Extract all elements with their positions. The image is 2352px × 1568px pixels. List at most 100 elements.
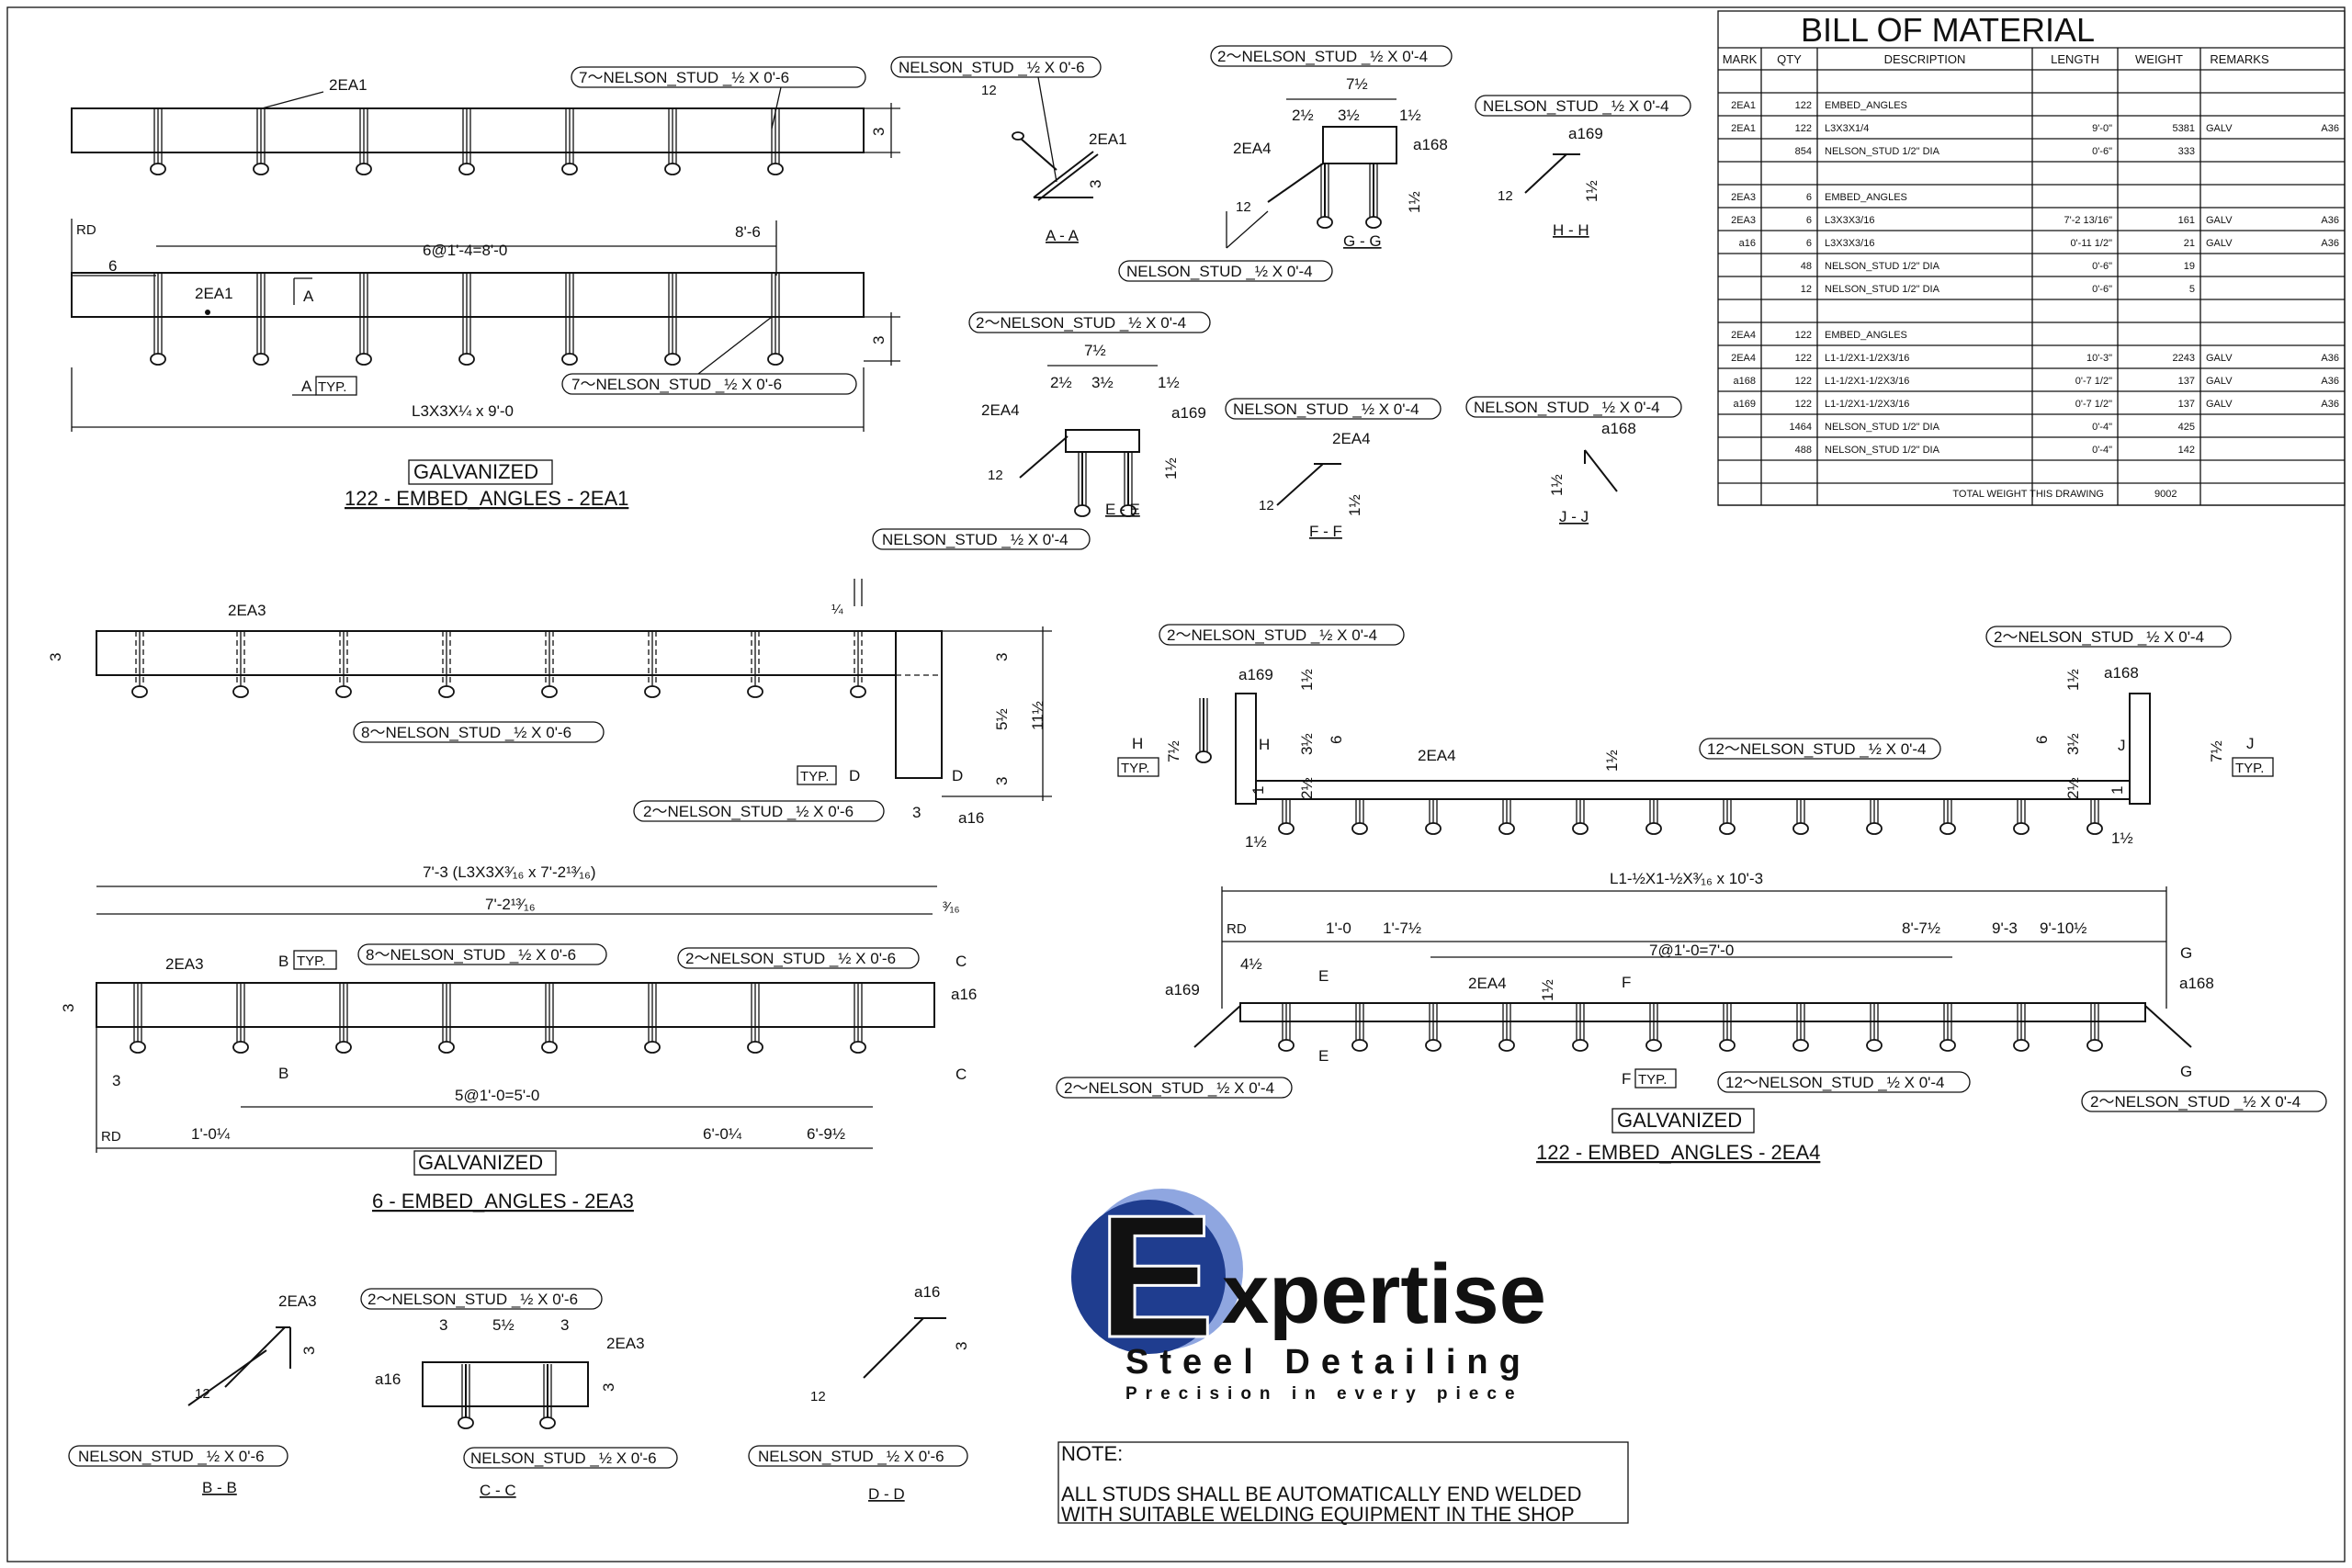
section-d-d-slope: 12	[810, 1389, 826, 1404]
section-b-b-stud: NELSON_STUD _½ X 0'-6	[78, 1448, 265, 1465]
ea4-d6-l: 6	[1328, 736, 1345, 744]
section-g-g-d5: 1½	[1406, 191, 1423, 213]
section-b-b-title: B - B	[202, 1479, 237, 1496]
ea4-s4: 8'-7½	[1902, 919, 1940, 937]
ea3-studs-b: 2～NELSON_STUD _½ X 0'-6	[643, 803, 854, 820]
section-j-j-stud: NELSON_STUD _½ X 0'-4	[1474, 399, 1660, 416]
nelson-stud	[1719, 799, 1736, 835]
bom-cell: 2EA4	[1731, 353, 1756, 364]
note-box: NOTE: ALL STUDS SHALL BE AUTOMATICALLY E…	[1057, 1441, 1629, 1526]
section-g-g: 2～NELSON_STUD _½ X 0'-4 7½ 2½ 3½ 1½ 2EA4…	[1118, 45, 1453, 282]
ea3-d3-d: 3	[912, 804, 921, 821]
bom-title: BILL OF MATERIAL	[1801, 11, 2095, 49]
bom-cell: 333	[2178, 146, 2195, 157]
bom-cell: 6	[1806, 215, 1812, 226]
section-c-c-stud-top: 2～NELSON_STUD _½ X 0'-6	[368, 1291, 578, 1308]
ea4-d212-r: 2½	[2064, 777, 2082, 799]
nelson-stud	[1572, 1003, 1589, 1052]
bom-cell: 137	[2178, 399, 2195, 410]
bom-cell: A36	[2321, 215, 2339, 226]
ea3-mark-a: 2EA3	[228, 602, 266, 619]
ea3-sec-b-a: B	[278, 953, 288, 970]
section-h-h-title: H - H	[1553, 221, 1589, 239]
ea4-d112-br: 1½	[2111, 829, 2133, 847]
section-f-f: NELSON_STUD _½ X 0'-4 2EA4 1½ 12 F - F	[1225, 398, 1442, 540]
nelson-stud	[664, 108, 681, 175]
bom-cell: 2EA1	[1731, 123, 1756, 134]
bom-cell: 2EA1	[1731, 100, 1756, 111]
ea1-studs-top-label: 7～NELSON_STUD _½ X 0'-6	[579, 69, 789, 86]
section-a-a-slope: 12	[981, 83, 997, 98]
bom-cell: 12	[1801, 284, 1812, 295]
section-d-d-title: D - D	[868, 1485, 905, 1503]
nelson-stud	[356, 273, 372, 366]
nelson-stud	[1645, 1003, 1662, 1052]
nelson-stud	[2013, 1003, 2030, 1052]
nelson-stud	[1645, 799, 1662, 835]
logo-letter: E	[1098, 1179, 1215, 1374]
ea4-caption: 122 - EMBED_ANGLES - 2EA4	[1536, 1141, 1820, 1164]
bom-cell: 6	[1806, 192, 1812, 203]
bom-cell: 2EA4	[1731, 330, 1756, 341]
bom-cell: a16	[1739, 238, 1756, 249]
bom-cell: 19	[2184, 261, 2195, 272]
ea4-sec-e-a: E	[1318, 967, 1329, 985]
ea4-d312-l: 3½	[1298, 733, 1316, 755]
bom-cell: A36	[2321, 376, 2339, 387]
ea3-d3-b: 3	[993, 777, 1011, 785]
ea3-part-a: a16	[958, 809, 984, 827]
ea1-studs-bottom-label: 7～NELSON_STUD _½ X 0'-6	[571, 376, 782, 393]
bom-cell: L1-1/2X1-1/2X3/16	[1825, 399, 1909, 410]
ea4-part-168-b: a168	[2179, 975, 2214, 992]
nelson-stud	[2086, 799, 2103, 835]
bom-cell: GALV	[2206, 353, 2233, 364]
section-b-b-slope: 12	[195, 1386, 210, 1402]
ea3-d512: 5½	[993, 708, 1011, 730]
ea1-typ: TYP.	[318, 379, 346, 395]
ea4-typ-f: TYP.	[1638, 1072, 1667, 1088]
nelson-stud	[2013, 799, 2030, 835]
ea4-s1: 1'-0	[1326, 919, 1351, 937]
ea1-caption: 122 - EMBED_ANGLES - 2EA1	[345, 487, 628, 510]
ea4-d112-r: 1½	[2064, 669, 2082, 691]
section-a-a-mark: 2EA1	[1089, 130, 1127, 148]
ea4-d1-l: 1	[1250, 786, 1267, 795]
bom-header-cell: REMARKS	[2210, 52, 2269, 66]
bom-cell: 122	[1795, 123, 1812, 134]
note-line2: WITH SUITABLE WELDING EQUIPMENT IN THE S…	[1061, 1503, 1575, 1526]
bom-header-cell: WEIGHT	[2135, 52, 2183, 66]
section-g-g-d4: 1½	[1399, 107, 1421, 124]
section-g-g-title: G - G	[1343, 232, 1382, 250]
bom-cell: EMBED_ANGLES	[1825, 192, 1907, 203]
ea4-sec-h-a: H	[1132, 735, 1143, 752]
ea1-plan: RD 6 6@1'-4=8'-0 8'-6 2EA1 A A TYP. 7～NE…	[71, 219, 900, 510]
nelson-stud	[541, 983, 558, 1054]
bom-cell: 5	[2189, 284, 2195, 295]
section-f-f-mark: 2EA4	[1332, 430, 1371, 447]
ea4-typ-j: TYP.	[2235, 761, 2264, 776]
ea1-plan-mark: 2EA1	[195, 285, 233, 302]
section-h-h-part: a169	[1568, 125, 1603, 142]
nelson-stud	[335, 631, 352, 698]
section-e-e-part: a169	[1171, 404, 1206, 422]
logo-tagline: Precision in every piece	[1125, 1384, 1523, 1404]
ea3-sec-c-b: C	[956, 1066, 967, 1083]
bom-cell: 0'-11 1/2"	[2070, 238, 2112, 249]
ea4-sec-g-b: G	[2180, 1063, 2192, 1080]
nelson-stud	[232, 631, 249, 698]
ea1-dim-6: 6	[108, 257, 117, 275]
ea3-s1: 1'-0¼	[191, 1125, 231, 1143]
nelson-stud	[335, 983, 352, 1054]
ea4-d112-bl: 1½	[1245, 833, 1267, 851]
nelson-stud	[356, 108, 372, 175]
section-c-c-mark: 2EA3	[606, 1335, 645, 1352]
ea4-d712-r: 7½	[2208, 740, 2225, 762]
bom-cell: 1464	[1790, 422, 1812, 433]
section-e-e-d3: 3½	[1091, 374, 1114, 391]
ea1-dim-end: 8'-6	[735, 223, 761, 241]
